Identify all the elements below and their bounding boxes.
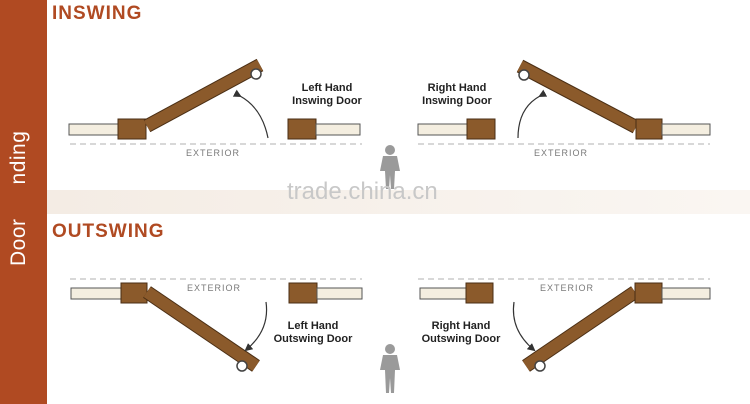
inswing-left-hand-door xyxy=(68,58,362,145)
wall-segment xyxy=(661,123,711,136)
inswing-right-label: Right Hand Inswing Door xyxy=(402,82,512,108)
outswing-left-hand-door xyxy=(70,278,363,372)
swing-arrow-icon xyxy=(512,301,536,352)
person-icon xyxy=(380,145,400,189)
inswing-exterior-left: EXTERIOR xyxy=(186,148,241,158)
door-handle xyxy=(250,68,262,80)
door-jamb xyxy=(288,282,318,304)
wall-segment xyxy=(70,287,123,300)
wall-segment xyxy=(417,123,469,136)
wall-segment xyxy=(316,287,363,300)
door-jamb xyxy=(120,282,148,304)
person-icon xyxy=(380,344,400,393)
door-jamb xyxy=(635,118,663,140)
outswing-exterior-left: EXTERIOR xyxy=(187,283,242,293)
outswing-left-label-line-1: Left Hand xyxy=(287,320,339,332)
inswing-title: INSWING xyxy=(52,3,143,24)
door-handle xyxy=(236,360,248,372)
door-leaf xyxy=(144,59,263,132)
door-leaf xyxy=(143,287,260,371)
door-handle xyxy=(518,69,530,81)
wall-segment xyxy=(68,123,122,136)
watermark: trade.china.cn xyxy=(287,178,438,205)
wall-segment xyxy=(315,123,361,136)
outswing-right-label: Right Hand Outswing Door xyxy=(406,320,516,346)
swing-arrow-icon xyxy=(517,89,548,139)
outswing-title: OUTSWING xyxy=(52,221,165,242)
inswing-exterior-right: EXTERIOR xyxy=(534,148,589,158)
outswing-right-hand-door xyxy=(418,278,711,372)
swing-arrow-icon xyxy=(232,89,269,139)
door-jamb xyxy=(634,282,663,304)
divider-band xyxy=(47,190,750,214)
door-leaf xyxy=(517,60,639,133)
outswing-left-label-line-2: Outswing Door xyxy=(273,333,353,345)
wall-segment xyxy=(419,287,468,300)
door-handle xyxy=(534,360,546,372)
inswing-left-label-line-1: Left Hand xyxy=(301,82,353,94)
side-bar xyxy=(0,0,47,404)
door-jamb xyxy=(465,282,494,304)
outswing-right-label-line-1: Right Hand xyxy=(431,320,491,332)
inswing-right-label-line-1: Right Hand xyxy=(427,82,487,94)
outswing-left-label: Left Hand Outswing Door xyxy=(258,320,368,346)
outswing-exterior-right: EXTERIOR xyxy=(540,283,595,293)
outswing-right-label-line-2: Outswing Door xyxy=(421,333,501,345)
door-jamb xyxy=(466,118,496,140)
door-jamb xyxy=(117,118,147,140)
inswing-left-label: Left Hand Inswing Door xyxy=(272,82,382,108)
door-jamb xyxy=(287,118,317,140)
inswing-right-label-line-2: Inswing Door xyxy=(422,95,492,107)
inswing-right-hand-door xyxy=(417,59,711,145)
door-leaf xyxy=(522,287,639,371)
inswing-left-label-line-2: Inswing Door xyxy=(292,95,362,107)
wall-segment xyxy=(661,287,711,300)
swing-arrow-icon xyxy=(244,301,268,352)
